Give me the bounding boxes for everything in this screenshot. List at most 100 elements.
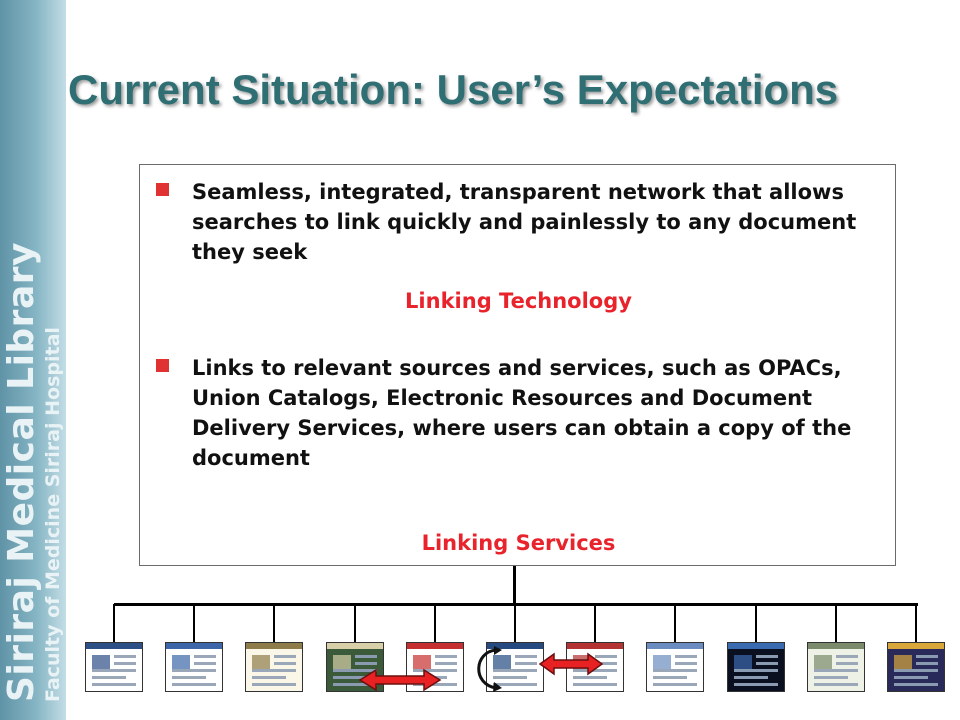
thumbnail-header-bar	[647, 643, 703, 649]
thumbnail-image-block	[814, 655, 832, 669]
thumbnail-header-bar	[808, 643, 864, 649]
connector-drop	[354, 604, 356, 642]
thumbnail-header-bar	[327, 643, 383, 649]
thumbnail-text-line	[595, 662, 617, 665]
thumbnail-text-line	[274, 662, 296, 665]
thumbnail-text-line	[493, 669, 537, 672]
thumbnail-text-line	[814, 676, 848, 679]
thumbnail-text-line	[92, 669, 136, 672]
thumbnail-text-line	[493, 676, 527, 679]
website-thumbnail[interactable]	[646, 642, 704, 692]
thumbnail-text-line	[274, 655, 296, 658]
thumbnail-text-line	[435, 655, 457, 658]
bullet-square-icon	[156, 183, 169, 196]
thumbnail-text-line	[836, 655, 858, 658]
thumbnail-text-line	[114, 662, 136, 665]
thumbnail-text-line	[675, 655, 697, 658]
thumbnail-text-line	[894, 676, 928, 679]
connector-drop	[594, 604, 596, 642]
thumbnail-image-block	[734, 655, 752, 669]
connector-drop	[755, 604, 757, 642]
thumbnail-text-line	[916, 655, 938, 658]
thumbnail-text-line	[734, 676, 768, 679]
thumbnail-image-block	[172, 655, 190, 669]
double-arrow-icon	[358, 668, 442, 692]
bullet-square-icon	[156, 359, 169, 372]
website-thumbnail[interactable]	[245, 642, 303, 692]
thumbnail-header-bar	[728, 643, 784, 649]
thumbnail-text-line	[515, 655, 537, 658]
thumbnail-text-line	[653, 669, 697, 672]
connector-drop	[835, 604, 837, 642]
thumbnail-text-line	[355, 662, 377, 665]
thumbnail-text-line	[734, 669, 778, 672]
thumbnail-image-block	[894, 655, 912, 669]
double-arrow-icon	[538, 652, 604, 676]
bullet-item: Links to relevant sources and services, …	[156, 353, 876, 473]
connector-trunk	[513, 566, 516, 604]
website-thumbnail[interactable]	[807, 642, 865, 692]
website-thumbnail[interactable]	[85, 642, 143, 692]
thumbnail-text-line	[172, 676, 206, 679]
thumbnail-text-line	[252, 683, 296, 686]
bullet-text: Seamless, integrated, transparent networ…	[192, 180, 857, 264]
connector-drop	[434, 604, 436, 642]
thumbnail-text-line	[653, 676, 687, 679]
thumbnail-text-line	[916, 662, 938, 665]
thumbnail-text-line	[194, 662, 216, 665]
thumbnail-header-bar	[86, 643, 142, 649]
connector-drop	[514, 604, 516, 642]
thumbnail-image-block	[653, 655, 671, 669]
sidebar-band	[0, 0, 66, 720]
thumbnail-text-line	[573, 669, 617, 672]
thumbnail-text-line	[756, 655, 778, 658]
website-thumbnail[interactable]	[727, 642, 785, 692]
thumbnail-text-line	[252, 669, 296, 672]
thumbnail-text-line	[413, 669, 457, 672]
thumbnail-image-block	[252, 655, 270, 669]
thumbnail-text-line	[114, 655, 136, 658]
thumbnail-text-line	[756, 662, 778, 665]
content-box: Seamless, integrated, transparent networ…	[139, 164, 896, 566]
thumbnail-text-line	[435, 662, 457, 665]
thumbnail-text-line	[92, 683, 136, 686]
thumbnail-text-line	[172, 669, 216, 672]
thumbnail-header-bar	[166, 643, 222, 649]
bullet-text: Links to relevant sources and services, …	[192, 356, 852, 470]
thumbnail-header-bar	[246, 643, 302, 649]
thumbnail-header-bar	[407, 643, 463, 649]
connector-bus	[114, 603, 918, 606]
slide-title: Current Situation: User’s Expectations	[68, 66, 839, 113]
thumbnail-text-line	[894, 683, 938, 686]
thumbnail-text-line	[252, 676, 286, 679]
thumbnail-text-line	[595, 655, 617, 658]
thumbnail-text-line	[836, 662, 858, 665]
thumbnail-text-line	[333, 669, 377, 672]
thumbnail-header-bar	[487, 643, 543, 649]
thumbnail-image-block	[333, 655, 351, 669]
thumbnail-header-bar	[567, 643, 623, 649]
website-thumbnail[interactable]	[887, 642, 945, 692]
connector-drop	[273, 604, 275, 642]
sidebar-brand: Siriraj Medical Library Faculty of Medic…	[0, 0, 66, 720]
thumbnail-text-line	[493, 683, 537, 686]
website-thumbnail[interactable]	[165, 642, 223, 692]
connector-drop	[915, 604, 917, 642]
linking-technology-label: Linking Technology	[405, 289, 632, 313]
thumbnail-image-block	[92, 655, 110, 669]
thumbnail-text-line	[653, 683, 697, 686]
thumbnail-text-line	[814, 669, 858, 672]
bullet-item: Seamless, integrated, transparent networ…	[156, 177, 876, 267]
sidebar-library-name: Siriraj Medical Library	[1, 242, 42, 702]
thumbnail-text-line	[172, 683, 216, 686]
thumbnail-text-line	[675, 662, 697, 665]
thumbnail-text-line	[194, 655, 216, 658]
thumbnail-header-bar	[888, 643, 944, 649]
thumbnail-text-line	[894, 669, 938, 672]
thumbnail-image-block	[493, 655, 511, 669]
curved-arrow-icon	[477, 646, 502, 692]
thumbnail-image-block	[413, 655, 431, 669]
linking-services-label: Linking Services	[421, 531, 616, 555]
thumbnail-text-line	[413, 683, 457, 686]
thumbnail-text-line	[814, 683, 858, 686]
